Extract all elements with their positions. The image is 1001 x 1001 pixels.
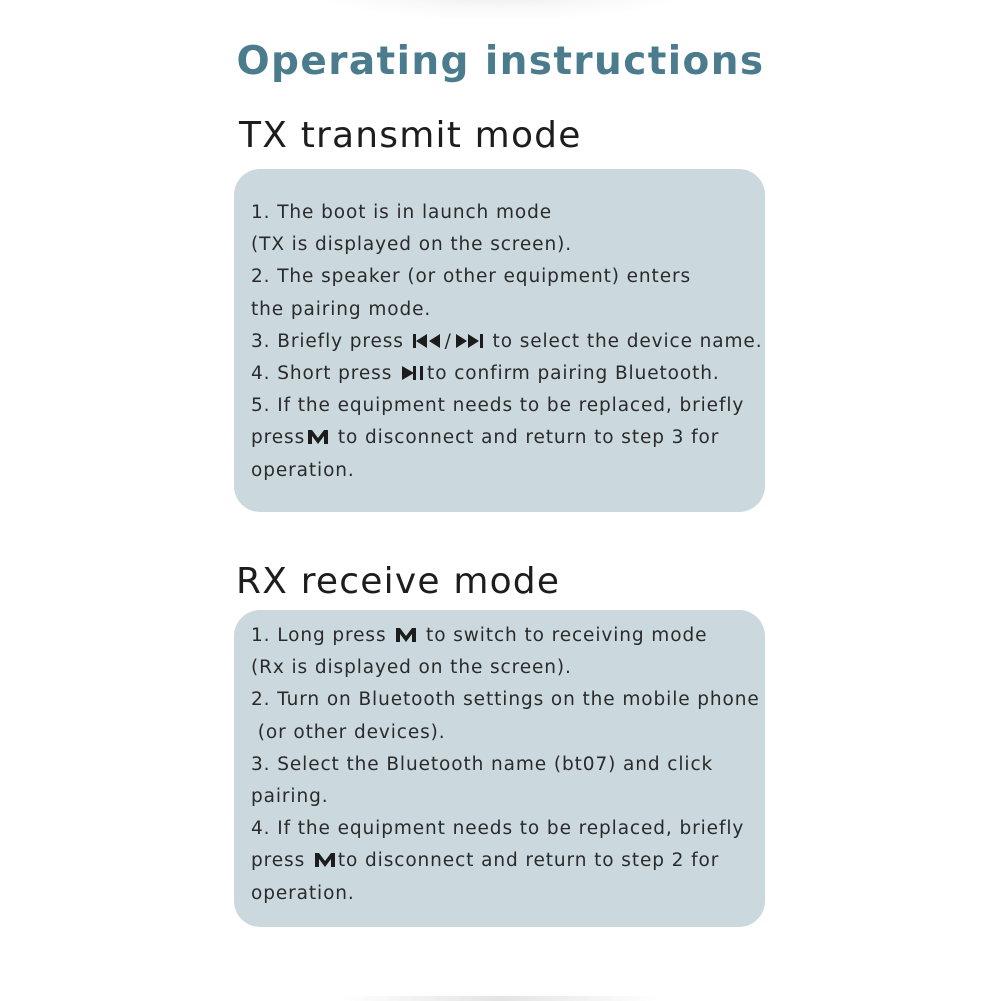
tx-step-5-text-start: press xyxy=(251,427,306,449)
tx-step-2-line-1: 2. The speaker (or other equipment) ente… xyxy=(251,266,692,288)
rx-step-4-text-end: to disconnect and return to step 2 for xyxy=(337,850,720,872)
tx-step-4-text-end: to confirm pairing Bluetooth. xyxy=(427,362,720,384)
m-mode-icon xyxy=(395,627,417,643)
next-track-icon xyxy=(454,333,484,349)
rx-step-1-line-2: (Rx is displayed on the screen). xyxy=(251,657,572,679)
tx-section-title: TX transmit mode xyxy=(239,115,582,156)
tx-step-3-text-start: 3. Briefly press xyxy=(251,330,411,352)
rx-step-3-line-1: 3. Select the Bluetooth name (bt07) and … xyxy=(251,753,714,775)
tx-step-4-text-start: 4. Short press xyxy=(251,362,400,384)
rx-instructions-card: 1. Long press to switch to receiving mod… xyxy=(234,610,765,927)
rx-step-2-line-1: 2. Turn on Bluetooth settings on the mob… xyxy=(251,689,760,711)
previous-track-icon xyxy=(412,333,443,349)
play-pause-icon xyxy=(401,365,425,381)
tx-instructions-card: 1. The boot is in launch mode (TX is dis… xyxy=(234,169,765,512)
tx-step-5-line-3: operation. xyxy=(251,459,355,481)
tx-step-3-line: 3. Briefly press / to select the device … xyxy=(251,326,763,358)
rx-step-1-text-end: to switch to receiving mode xyxy=(419,625,708,646)
tx-step-4-line: 4. Short press to confirm pairing Blueto… xyxy=(251,358,761,390)
tx-step-5-line-2: press to disconnect and return to step 3… xyxy=(251,422,761,454)
rx-step-1-text-start: 1. Long press xyxy=(251,625,394,646)
tx-step-2-line-2: the pairing mode. xyxy=(251,298,432,320)
rx-step-3-line-2: pairing. xyxy=(251,785,329,807)
tx-step-1-line-1: 1. The boot is in launch mode xyxy=(251,202,553,223)
rx-step-2-line-2: (or other devices). xyxy=(251,721,446,743)
page-title: Operating instructions xyxy=(236,39,765,84)
rx-section-title: RX receive mode xyxy=(236,561,561,602)
rx-step-4-line-1: 4. If the equipment needs to be replaced… xyxy=(251,818,745,840)
bottom-divider xyxy=(340,996,660,1001)
icon-separator: / xyxy=(444,330,452,352)
rx-step-1-line-1: 1. Long press to switch to receiving mod… xyxy=(251,620,761,652)
tx-step-1-line-2: (TX is displayed on the screen). xyxy=(251,234,572,256)
rx-step-4-line-3: operation. xyxy=(251,882,355,904)
tx-step-5-line-1: 5. If the equipment needs to be replaced… xyxy=(251,395,745,417)
tx-step-5-text-end: to disconnect and return to step 3 for xyxy=(331,427,720,449)
m-mode-icon xyxy=(307,429,329,445)
rx-step-4-line-2: press to disconnect and return to step 2… xyxy=(251,845,761,877)
top-shadow-decoration xyxy=(300,0,700,20)
m-mode-icon xyxy=(314,852,336,868)
tx-step-3-text-end: to select the device name. xyxy=(485,330,763,352)
rx-step-4-text-start: press xyxy=(251,850,312,872)
